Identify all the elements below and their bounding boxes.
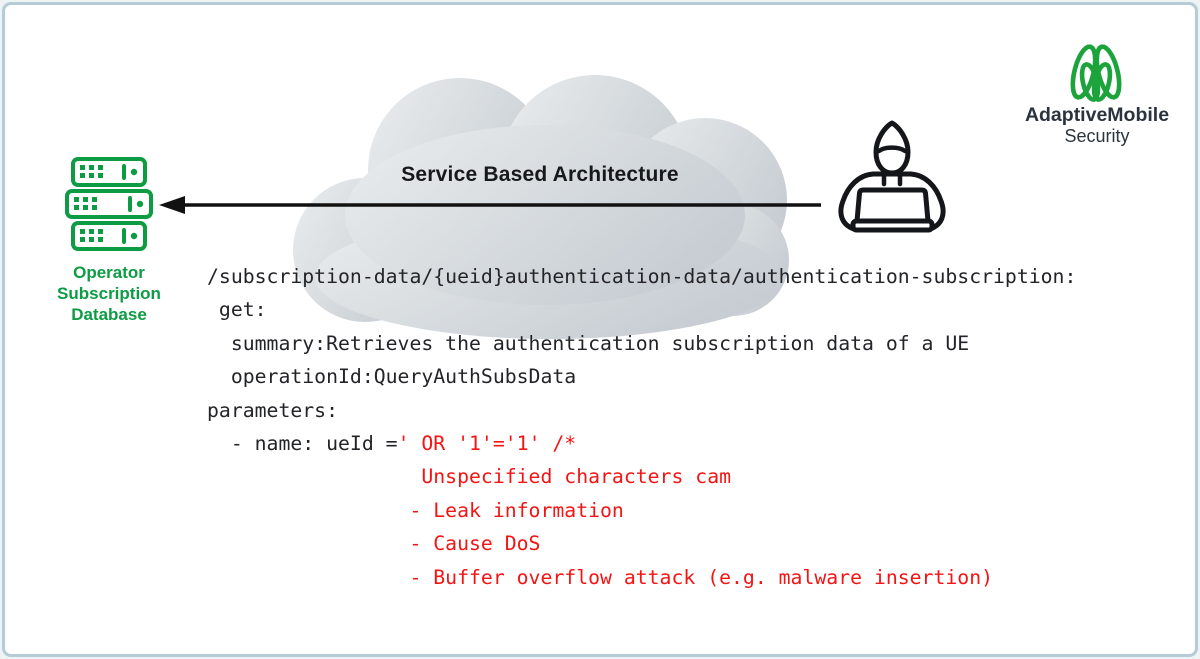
hacker-icon <box>838 120 946 233</box>
code-line: Unspecified characters cam <box>207 460 1167 493</box>
api-spec-code-block: /subscription-data/{ueid}authentication-… <box>207 260 1167 594</box>
code-line: - name: ueId =' OR '1'='1' /* <box>207 427 1167 460</box>
code-text: operationId:QueryAuthSubsData <box>207 365 577 389</box>
code-line: /subscription-data/{ueid}authentication-… <box>207 260 1167 293</box>
code-text: get: <box>207 298 267 322</box>
database-label: Operator Subscription Database <box>19 262 199 325</box>
code-text: - name: ueId = <box>207 432 398 456</box>
database-label-line: Database <box>71 305 147 324</box>
code-line: - Leak information <box>207 494 1167 527</box>
code-line: - Cause DoS <box>207 527 1167 560</box>
code-injection-text: ' OR '1'='1' /* <box>397 432 577 456</box>
database-label-line: Subscription <box>57 284 161 303</box>
database-label-line: Operator <box>73 263 145 282</box>
server-database-icon <box>65 157 153 251</box>
service-based-architecture-cloud <box>293 75 789 339</box>
code-line: summary:Retrieves the authentication sub… <box>207 327 1167 360</box>
laptop-base <box>850 218 935 233</box>
cloud-title: Service Based Architecture <box>401 163 679 186</box>
code-line: parameters: <box>207 394 1167 427</box>
code-text: summary:Retrieves the authentication sub… <box>207 331 970 355</box>
code-injection-text: - Leak information <box>207 498 624 522</box>
attack-arrow <box>159 196 821 214</box>
code-text: /subscription-data/{ueid}authentication-… <box>207 265 1077 288</box>
code-injection-text: - Cause DoS <box>207 532 541 556</box>
code-line: - Buffer overflow attack (e.g. malware i… <box>207 561 1167 594</box>
code-injection-text: Unspecified characters cam <box>207 465 732 489</box>
logo-wordmark: AdaptiveMobile Security <box>1005 104 1189 146</box>
laptop-screen <box>854 187 931 224</box>
code-line: operationId:QueryAuthSubsData <box>207 360 1167 393</box>
code-text: parameters: <box>207 398 339 422</box>
adaptivemobile-logo-icon <box>1070 44 1122 102</box>
logo-sub-name: Security <box>1064 126 1130 146</box>
logo-brand-name: AdaptiveMobile <box>1024 104 1170 126</box>
hacker-face-line <box>876 145 908 154</box>
code-line: get: <box>207 293 1167 326</box>
code-injection-text: - Buffer overflow attack (e.g. malware i… <box>207 565 994 589</box>
arrowhead-left <box>159 196 185 214</box>
